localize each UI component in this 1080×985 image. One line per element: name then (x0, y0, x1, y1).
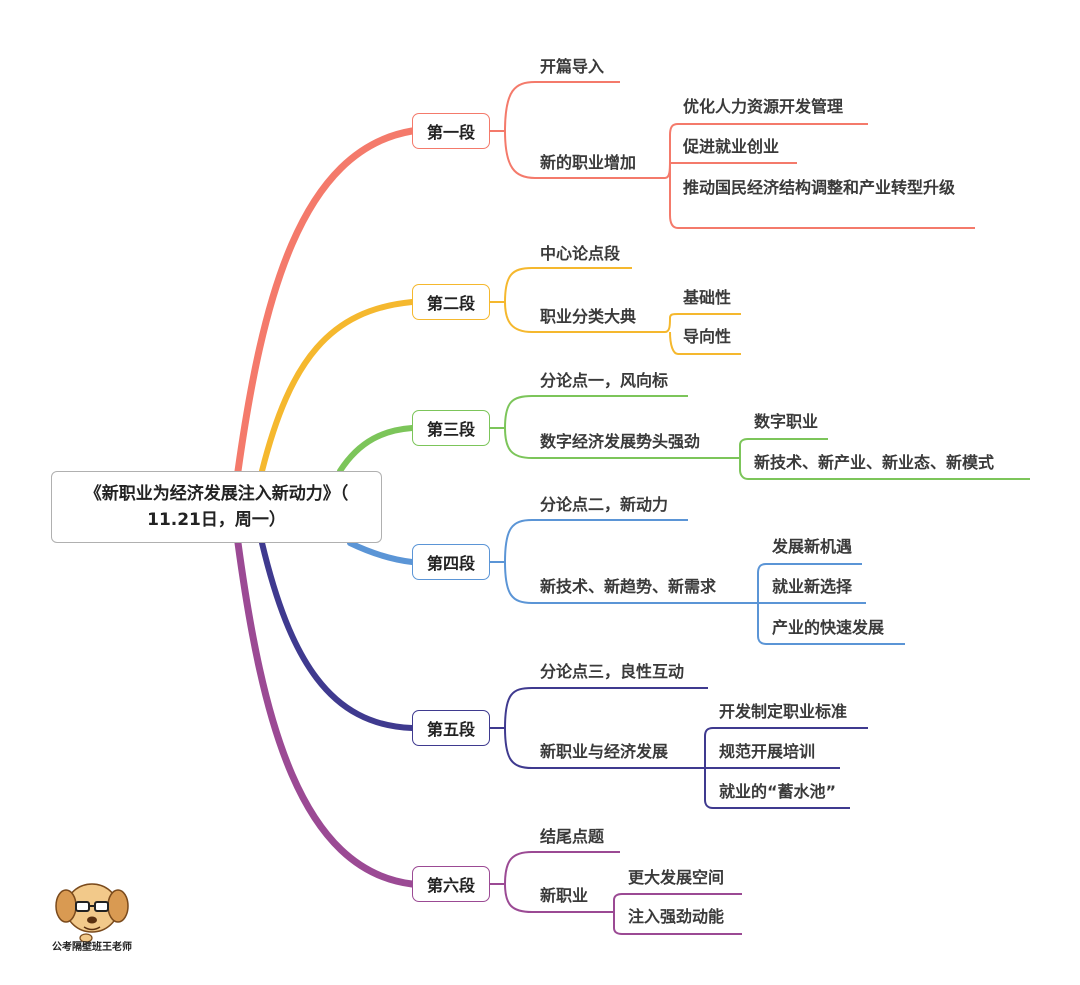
subtopic-s1-1[interactable]: 优化人力资源开发管理 (683, 97, 844, 116)
topic-s2-2[interactable]: 职业分类大典 (540, 307, 637, 326)
topic-s4-1[interactable]: 分论点二，新动力 (540, 495, 669, 514)
branch-s4 (347, 540, 415, 565)
subtopic-s2-1[interactable]: 基础性 (683, 288, 732, 307)
subtopic-s3-1[interactable]: 数字职业 (754, 412, 819, 431)
root-title-line2: 11.21日，周一） (147, 510, 286, 530)
topic-s1-1[interactable]: 开篇导入 (540, 57, 605, 76)
branch-s6 (234, 539, 416, 888)
subtopic-s4-1[interactable]: 发展新机遇 (772, 537, 853, 556)
topic-s3-2[interactable]: 数字经济发展势头强劲 (540, 432, 701, 451)
topic-s2-1[interactable]: 中心论点段 (540, 244, 621, 263)
subtopic-s5-3[interactable]: 就业的“蓄水池” (719, 782, 837, 801)
subtopic-s1-2[interactable]: 促进就业创业 (683, 137, 780, 156)
section-node-2[interactable]: 第二段 (412, 284, 490, 320)
logo-caption: 公考隔壁班王老师 (52, 942, 132, 953)
root-topic[interactable]: 《新职业为经济发展注入新动力》（ 11.21日，周一） (51, 471, 382, 543)
section-node-4[interactable]: 第四段 (412, 544, 490, 580)
subtopic-s4-2[interactable]: 就业新选择 (772, 577, 853, 596)
subtopic-s5-1[interactable]: 开发制定职业标准 (719, 702, 848, 721)
topic-s3-1[interactable]: 分论点一，风向标 (540, 371, 669, 390)
subtopic-s1-3[interactable]: 推动国民经济结构调整和产业转型升级 (683, 178, 956, 197)
branch-s5 (259, 540, 415, 731)
topic-s5-2[interactable]: 新职业与经济发展 (540, 742, 669, 761)
topic-s5-1[interactable]: 分论点三，良性互动 (540, 662, 685, 681)
subtopic-s5-2[interactable]: 规范开展培训 (719, 742, 816, 761)
subtopic-s2-2[interactable]: 导向性 (683, 327, 732, 346)
subtopic-s4-3[interactable]: 产业的快速发展 (772, 618, 885, 637)
root-title-line1: 《新职业为经济发展注入新动力》（ (84, 484, 349, 504)
section-node-1[interactable]: 第一段 (412, 113, 490, 149)
branch-s2 (259, 299, 415, 474)
section-node-5[interactable]: 第五段 (412, 710, 490, 746)
subtopic-s3-2[interactable]: 新技术、新产业、新业态、新模式 (754, 453, 995, 472)
subtopic-s6-1[interactable]: 更大发展空间 (628, 868, 725, 887)
topic-s6-2[interactable]: 新职业 (540, 886, 589, 905)
cartoon-dog-with-glasses-icon (55, 883, 129, 943)
topic-s6-1[interactable]: 结尾点题 (540, 827, 605, 846)
subtopic-s6-2[interactable]: 注入强劲动能 (628, 907, 725, 926)
branch-s1 (234, 127, 416, 475)
topic-s4-2[interactable]: 新技术、新趋势、新需求 (540, 577, 717, 596)
topic-s1-2[interactable]: 新的职业增加 (540, 153, 637, 172)
section-node-6[interactable]: 第六段 (412, 866, 490, 902)
branch-s3 (337, 425, 415, 474)
section-node-3[interactable]: 第三段 (412, 410, 490, 446)
